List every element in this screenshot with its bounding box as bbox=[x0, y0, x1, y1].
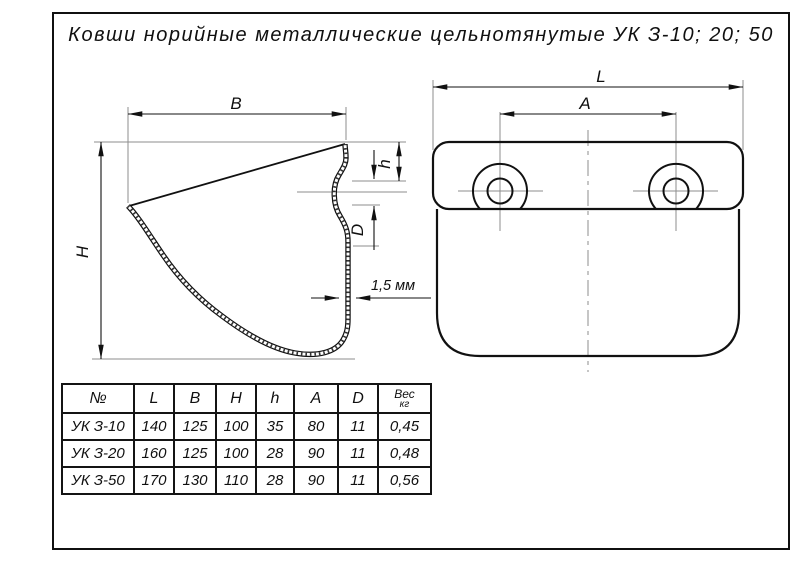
table-cell-D: 11 bbox=[337, 466, 379, 495]
bucket-top-edge bbox=[128, 143, 346, 207]
table-cell-h: 35 bbox=[255, 412, 295, 441]
table-cell-B: 125 bbox=[173, 439, 217, 468]
weight-header-line2: кг bbox=[399, 398, 410, 410]
col-header-A: A bbox=[293, 383, 339, 414]
mounting-holes bbox=[472, 162, 704, 210]
bucket-body-outline bbox=[435, 209, 741, 358]
dim-label-h: h bbox=[375, 159, 394, 168]
side-view-dimension-lines bbox=[98, 111, 431, 359]
table-cell-H: 110 bbox=[215, 466, 257, 495]
table-cell-D: 11 bbox=[337, 439, 379, 468]
dim-label-L: L bbox=[596, 67, 605, 86]
table-cell-H: 100 bbox=[215, 439, 257, 468]
table-cell-L: 170 bbox=[133, 466, 175, 495]
dim-label-H: H bbox=[73, 245, 92, 258]
col-header-weight: Вес кг bbox=[377, 383, 432, 414]
table-cell-weight: 0,48 bbox=[377, 439, 432, 468]
col-header-H: H bbox=[215, 383, 257, 414]
spec-table-header-row: № L B H h A D Вес кг bbox=[61, 383, 432, 414]
side-view-extension-lines bbox=[92, 107, 407, 360]
table-cell-h: 28 bbox=[255, 466, 295, 495]
drawing-title: Ковши норийные металлические цельнотянут… bbox=[68, 24, 774, 46]
table-cell-A: 90 bbox=[293, 439, 339, 468]
right-hole bbox=[662, 177, 690, 205]
table-cell-L: 140 bbox=[133, 412, 175, 441]
table-cell-L: 160 bbox=[133, 439, 175, 468]
col-header-L: L bbox=[133, 383, 175, 414]
table-cell-A: 80 bbox=[293, 412, 339, 441]
table-cell-weight: 0,45 bbox=[377, 412, 432, 441]
side-view: B H h D 1,5 мм bbox=[73, 94, 431, 360]
wall-thickness-note: 1,5 мм bbox=[371, 278, 415, 294]
table-cell-model: УК З-10 bbox=[61, 412, 135, 441]
table-cell-D: 11 bbox=[337, 412, 379, 441]
front-view: L A bbox=[431, 67, 745, 372]
col-header-B: B bbox=[173, 383, 217, 414]
table-cell-weight: 0,56 bbox=[377, 466, 432, 495]
col-header-D: D bbox=[337, 383, 379, 414]
table-cell-H: 100 bbox=[215, 412, 257, 441]
left-hole bbox=[486, 177, 514, 205]
table-cell-h: 28 bbox=[255, 439, 295, 468]
mounting-band-outline bbox=[431, 140, 745, 211]
table-cell-A: 90 bbox=[293, 466, 339, 495]
front-view-dimension-lines bbox=[433, 84, 743, 117]
dim-label-B: B bbox=[230, 94, 241, 113]
left-hole-dimple bbox=[472, 162, 528, 210]
front-view-extension-lines bbox=[432, 80, 744, 372]
col-header-h: h bbox=[255, 383, 295, 414]
table-cell-model: УК З-50 bbox=[61, 466, 135, 495]
table-cell-B: 130 bbox=[173, 466, 217, 495]
right-hole-dimple bbox=[648, 162, 704, 210]
table-cell-B: 125 bbox=[173, 412, 217, 441]
col-header-number: № bbox=[61, 383, 135, 414]
dim-label-D: D bbox=[348, 224, 367, 236]
weight-header-line1: Вес bbox=[394, 386, 415, 401]
table-cell-model: УК З-20 bbox=[61, 439, 135, 468]
dim-label-A: A bbox=[578, 94, 590, 113]
bucket-wall-section bbox=[126, 143, 351, 358]
